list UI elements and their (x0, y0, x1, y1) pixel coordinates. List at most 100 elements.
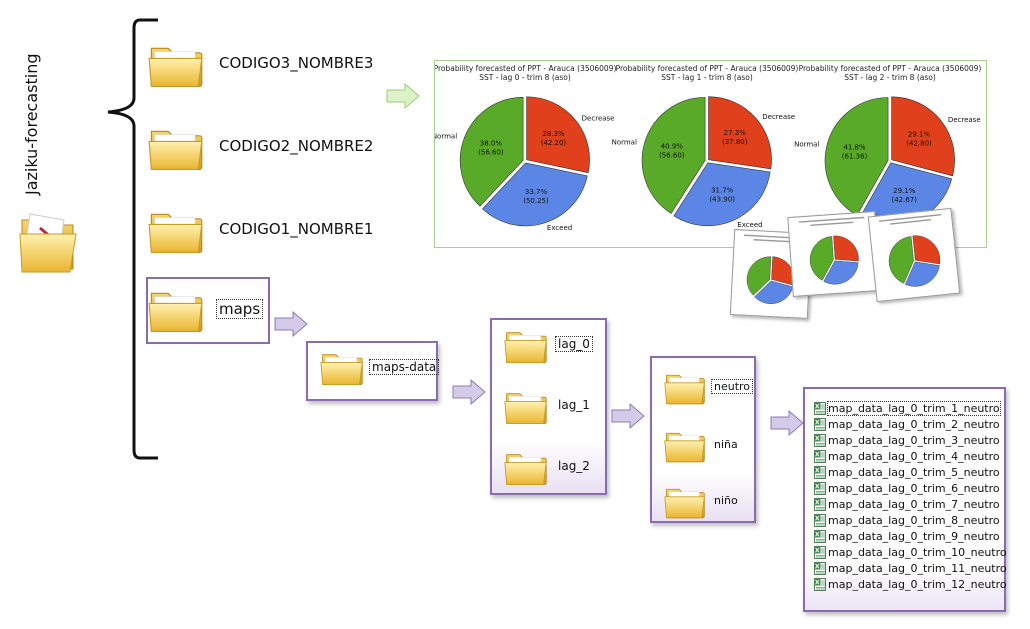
spreadsheet-icon (814, 418, 826, 431)
folder-icon[interactable] (148, 204, 204, 256)
pie-value-label: 28.3% (542, 130, 565, 138)
folder-label-lag-0[interactable]: lag_0 (555, 336, 593, 352)
chart-title: Probability forecasted of PPT - Arauca (… (435, 64, 616, 73)
folder-icon[interactable] (148, 38, 204, 90)
file-name: map_data_lag_0_trim_11_neutro (828, 561, 1007, 575)
pie-secondary-label: (42.20) (541, 139, 567, 147)
file-item[interactable]: map_data_lag_0_trim_7_neutro (805, 496, 1004, 512)
folder-label-codigo1[interactable]: CODIGO1_NOMBRE1 (219, 220, 374, 238)
file-item[interactable]: map_data_lag_0_trim_3_neutro (805, 432, 1004, 448)
pie-slice-decrease (526, 96, 590, 174)
arrow-right-icon (452, 379, 486, 405)
folder-label-lag-2[interactable]: lag_2 (558, 459, 590, 473)
folder-label-maps-data[interactable]: maps-data (368, 359, 440, 375)
folder-label-neutro[interactable]: neutro (710, 379, 754, 394)
pie-slice-decrease (912, 235, 941, 265)
file-name: map_data_lag_0_trim_5_neutro (828, 465, 1000, 479)
folder-label-nino[interactable]: niño (714, 494, 738, 507)
spreadsheet-icon (814, 562, 826, 575)
pie-slice-decrease (708, 96, 772, 170)
file-item[interactable]: map_data_lag_0_trim_8_neutro (805, 512, 1004, 528)
pie-chart-thumbnail (809, 235, 859, 285)
file-item[interactable]: map_data_lag_0_trim_5_neutro (805, 464, 1004, 480)
file-item[interactable]: map_data_lag_0_trim_10_neutro (805, 544, 1007, 560)
file-name: map_data_lag_0_trim_12_neutro (828, 577, 1007, 591)
brace-icon (107, 18, 158, 460)
file-name: map_data_lag_0_trim_8_neutro (828, 513, 1000, 527)
project-title: Jaziku-forecasting (22, 53, 41, 196)
pie-slice-decrease (833, 235, 859, 262)
folder-label-codigo3[interactable]: CODIGO3_NOMBRE3 (219, 54, 374, 72)
chart-title: Probability forecasted of PPT - Arauca (… (799, 64, 982, 73)
file-item[interactable]: map_data_lag_0_trim_11_neutro (805, 560, 1007, 576)
folder-icon[interactable] (664, 482, 706, 520)
folder-icon[interactable] (148, 121, 204, 173)
folder-icon[interactable] (504, 447, 548, 487)
pie-category-label: Normal (612, 139, 637, 147)
spreadsheet-icon (814, 402, 826, 415)
pie-chart-thumbnail (888, 235, 941, 287)
file-item[interactable]: map_data_lag_0_trim_2_neutro (805, 416, 1004, 432)
pie-slice-normal (888, 236, 914, 284)
pie-slice-normal (459, 96, 524, 207)
arrow-right-icon (274, 311, 308, 337)
spreadsheet-icon (814, 466, 826, 479)
pie-value-label: 40.9% (661, 143, 684, 151)
pie-slice-normal (824, 97, 889, 216)
pie-slice-decrease (891, 96, 955, 177)
spreadsheet-icon (814, 450, 826, 463)
folder-icon[interactable] (504, 325, 548, 365)
pie-value-label: 27.3% (724, 129, 747, 137)
file-item[interactable]: map_data_lag_0_trim_9_neutro (805, 528, 1004, 544)
file-name: map_data_lag_0_trim_4_neutro (828, 449, 1000, 463)
pie-category-label: Decrease (762, 113, 795, 121)
folder-label-lag-1[interactable]: lag_1 (558, 398, 590, 412)
pie-value-label: 31.7% (711, 186, 734, 194)
file-name: map_data_lag_0_trim_9_neutro (828, 529, 1000, 543)
file-name: map_data_lag_0_trim_10_neutro (828, 545, 1007, 559)
pie-chart: 27.3%(37.80)Decrease31.7%(43.90)Exceed40… (612, 64, 799, 229)
file-item[interactable]: map_data_lag_0_trim_1_neutro (805, 400, 1004, 416)
pie-secondary-label: (61.36) (842, 153, 868, 161)
pie-chart: 29.1%(42.80)Decrease29.1%(42.67)Exceed41… (794, 64, 981, 230)
pie-secondary-label: (37.80) (722, 138, 748, 146)
pie-category-label: Normal (435, 133, 457, 141)
file-name: map_data_lag_0_trim_1_neutro (827, 400, 1001, 416)
folder-label-maps[interactable]: maps (215, 299, 264, 319)
spreadsheet-icon (814, 498, 826, 511)
pie-slice-normal (809, 236, 834, 281)
file-name: map_data_lag_0_trim_2_neutro (828, 417, 1000, 431)
file-item[interactable]: map_data_lag_0_trim_6_neutro (805, 480, 1004, 496)
pie-secondary-label: (56.60) (478, 149, 504, 157)
maps-folder-box[interactable] (146, 277, 270, 344)
pie-secondary-label: (42.80) (906, 140, 932, 148)
pie-category-label: Exceed (737, 221, 762, 229)
pie-value-label: 33.7% (525, 188, 548, 196)
folder-icon[interactable] (148, 283, 204, 335)
file-item[interactable]: map_data_lag_0_trim_4_neutro (805, 448, 1004, 464)
chart-title: Probability forecasted of PPT - Arauca (… (616, 64, 799, 73)
spreadsheet-icon (814, 578, 826, 591)
pie-value-label: 29.1% (893, 187, 916, 195)
pie-secondary-label: (56.60) (659, 152, 685, 160)
pie-chart-thumbnail (746, 256, 795, 304)
folder-icon[interactable] (664, 426, 706, 464)
project-folder-icon[interactable] (18, 204, 80, 276)
folder-label-codigo2[interactable]: CODIGO2_NOMBRE2 (219, 137, 374, 155)
folder-icon[interactable] (320, 347, 364, 387)
folder-icon[interactable] (504, 386, 548, 426)
spreadsheet-icon (814, 482, 826, 495)
folder-label-nina[interactable]: niña (714, 438, 738, 451)
pie-slice-exceed (823, 260, 859, 285)
folder-icon[interactable] (664, 368, 706, 406)
pie-category-label: Exceed (547, 224, 572, 232)
spreadsheet-icon (814, 546, 826, 559)
pie-charts: 28.3%(42.20)Decrease33.7%(50.25)Exceed38… (432, 64, 982, 232)
pie-value-label: 38.0% (480, 140, 503, 148)
spreadsheet-icon (814, 514, 826, 527)
file-item[interactable]: map_data_lag_0_trim_12_neutro (805, 576, 1007, 592)
arrow-right-icon (386, 83, 420, 109)
pie-slice-normal (746, 256, 772, 296)
